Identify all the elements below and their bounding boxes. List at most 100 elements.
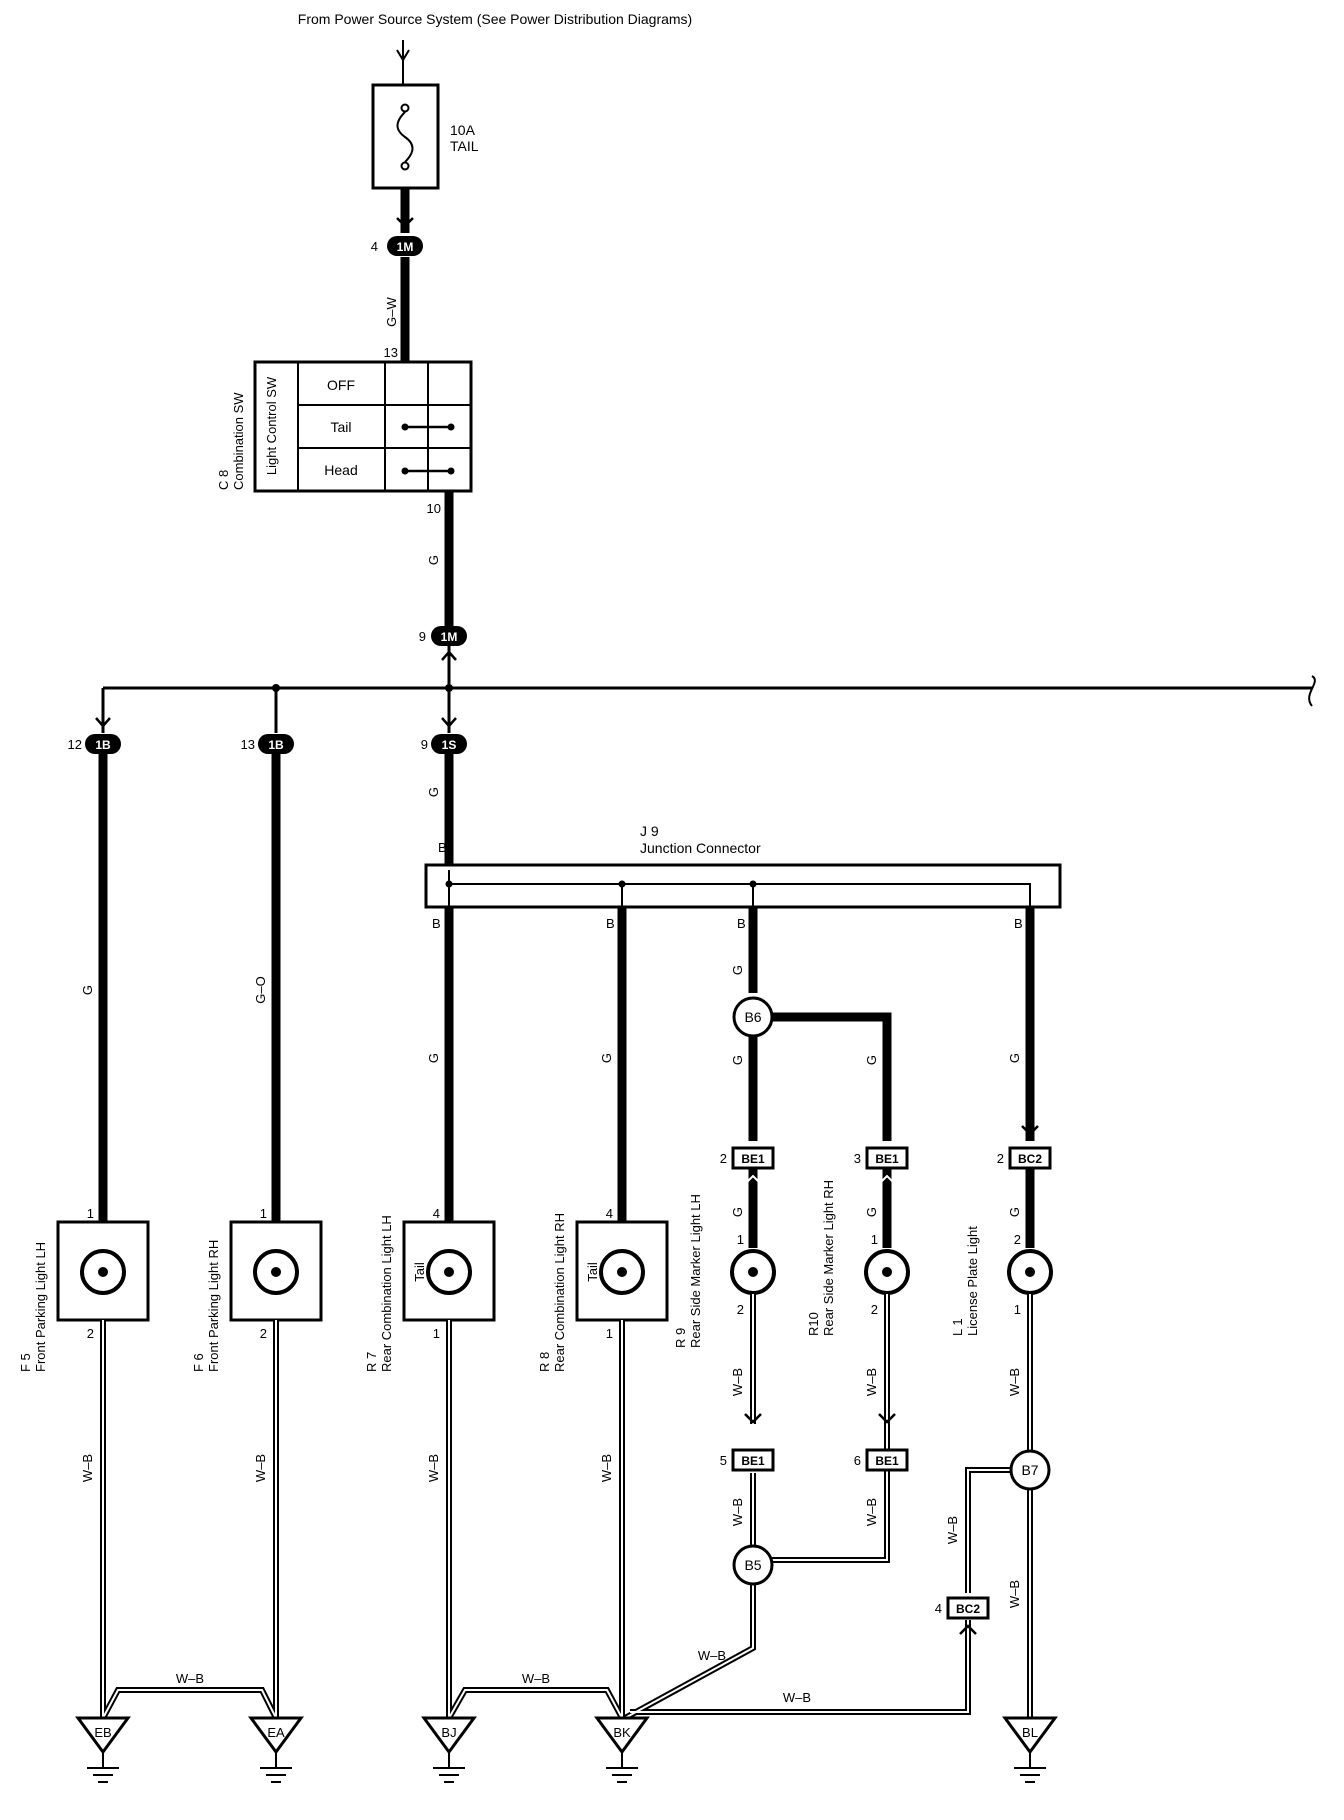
connector-be1-5-pin: 5: [720, 1453, 727, 1468]
junction-name: Junction Connector: [640, 840, 761, 856]
wire-label-wb-bc2-ground: W–B: [783, 1690, 811, 1705]
lamp-r8-pin-top: 4: [606, 1206, 613, 1221]
wire-label-g-l1-top: G: [1007, 1053, 1022, 1063]
lamp-f6-name: Front Parking Light RH: [206, 1240, 221, 1372]
arrow-down-icon: [396, 217, 414, 228]
switch-position-off: OFF: [327, 377, 355, 393]
junction-id: J 9: [640, 823, 659, 839]
lamp-l1-pin-top: 2: [1014, 1232, 1021, 1247]
connector-be1-2: BE1: [731, 1146, 775, 1170]
ground-bk-icon: BK: [594, 1716, 650, 1783]
wire-label-wb-r10-bottom: W–B: [864, 1498, 879, 1526]
svg-text:BE1: BE1: [875, 1454, 899, 1468]
connector-1s-pin: 9: [421, 737, 428, 752]
lamp-f6-pin-bottom: 2: [260, 1326, 267, 1341]
lamp-r10-id: R10: [806, 1312, 821, 1336]
switch-pin-out: 10: [427, 501, 441, 516]
junction-pin-r7: B: [432, 916, 441, 931]
wire-label-wb-front-bridge: W–B: [176, 1671, 204, 1686]
lamp-r9-pin-top: 1: [737, 1232, 744, 1247]
fuse-tail: [371, 83, 440, 190]
lamp-r10: [864, 1249, 910, 1295]
wire-label-wb-r9-bottom: W–B: [730, 1498, 745, 1526]
lamp-r7: [402, 1220, 496, 1322]
lamp-r10-pin-bottom: 2: [871, 1302, 878, 1317]
wire-label-wb-r7: W–B: [426, 1454, 441, 1482]
junction-pin-b6: B: [737, 916, 746, 931]
svg-text:1S: 1S: [442, 738, 457, 752]
svg-text:BC2: BC2: [956, 1602, 980, 1616]
switch-sub-name: Light Control SW: [264, 376, 279, 475]
connector-1b-left-pin: 12: [68, 737, 82, 752]
svg-text:1M: 1M: [397, 240, 414, 254]
connector-1m-top-pin: 4: [371, 239, 378, 254]
wire-label-wb-rear-bridge: W–B: [522, 1671, 550, 1686]
arrow-down-icon: [744, 1413, 762, 1424]
connector-be1-3-pin: 3: [854, 1151, 861, 1166]
connector-1b-left: 1B: [85, 734, 121, 754]
junction-pin-r8: B: [606, 916, 615, 931]
lamp-r9-name: Rear Side Marker Light LH: [688, 1194, 703, 1348]
svg-text:BJ: BJ: [441, 1725, 456, 1740]
svg-text:EB: EB: [94, 1725, 111, 1740]
wire-label-g-r8: G: [599, 1053, 614, 1063]
connector-1m-top: 1M: [387, 236, 423, 256]
connector-be1-6: BE1: [865, 1448, 909, 1472]
wire-label-wb-bc2: W–B: [945, 1516, 960, 1544]
lamp-f5-id: F 5: [18, 1353, 33, 1372]
lamp-r10-name: Rear Side Marker Light RH: [821, 1180, 836, 1336]
svg-text:1M: 1M: [441, 630, 458, 644]
arrow-down-icon: [878, 1413, 896, 1424]
switch-position-head: Head: [324, 462, 357, 478]
lamp-r8-pin-bottom: 1: [606, 1326, 613, 1341]
svg-text:BL: BL: [1022, 1725, 1038, 1740]
connector-1s: 1S: [431, 734, 467, 754]
lamp-r7-inner: Tail: [412, 1262, 427, 1282]
lamp-r7-name: Rear Combination Light LH: [379, 1215, 394, 1372]
wire-label-wb-r10-top: W–B: [864, 1368, 879, 1396]
lamp-r8-name: Rear Combination Light RH: [552, 1213, 567, 1372]
wire-label-go-f6: G–O: [253, 976, 268, 1003]
bus-continuation-icon: [1308, 675, 1316, 707]
ground-group: EB EA BJ BK BL: [75, 1716, 1058, 1783]
lamp-r8-inner: Tail: [585, 1262, 600, 1282]
connector-be1-2-pin: 2: [720, 1151, 727, 1166]
svg-text:B7: B7: [1021, 1462, 1038, 1478]
connector-be1-5: BE1: [731, 1448, 775, 1472]
lamp-r8: [575, 1220, 669, 1322]
svg-text:1B: 1B: [268, 738, 284, 752]
switch-position-tail: Tail: [330, 419, 351, 435]
power-source-arrow-icon: [396, 40, 410, 85]
svg-text:EA: EA: [267, 1725, 285, 1740]
lamp-r9-id: R 9: [673, 1328, 688, 1348]
light-control-switch: [253, 360, 473, 493]
lamp-r7-id: R 7: [364, 1352, 379, 1372]
ground-bj-icon: BJ: [421, 1716, 477, 1783]
lamp-r10-pin-top: 1: [871, 1232, 878, 1247]
ground-eb-icon: EB: [75, 1716, 131, 1783]
lamp-f5-pin-bottom: 2: [87, 1326, 94, 1341]
splice-b6: B6: [732, 996, 774, 1038]
connector-bc2-2: BC2: [1008, 1146, 1052, 1170]
lamp-l1: [1007, 1249, 1053, 1295]
connector-bc2-4: BC2: [946, 1596, 990, 1620]
junction-pin-l1: B: [1014, 916, 1023, 931]
lamp-f6: [229, 1220, 323, 1322]
wire-label-wb-r8: W–B: [599, 1454, 614, 1482]
wire-label-g-r7: G: [426, 1053, 441, 1063]
arrow-down-icon: [1021, 1125, 1039, 1136]
connector-bc2-2-pin: 2: [997, 1151, 1004, 1166]
wire-label-wb-r9-top: W–B: [730, 1368, 745, 1396]
fuse-rating: 10A: [450, 122, 476, 138]
lamp-r7-pin-bottom: 1: [433, 1326, 440, 1341]
lamp-f5: [56, 1220, 150, 1322]
connector-1m-bottom: 1M: [431, 626, 467, 646]
svg-text:BK: BK: [613, 1725, 631, 1740]
lamp-r9-pin-bottom: 2: [737, 1302, 744, 1317]
wire-label-g-l1-bottom: G: [1007, 1207, 1022, 1217]
fuse-name: TAIL: [450, 138, 479, 154]
wire-label-g-f5: G: [80, 985, 95, 995]
wire-label-g-r10: G: [864, 1207, 879, 1217]
lamp-f6-pin-top: 1: [260, 1206, 267, 1221]
svg-text:B6: B6: [744, 1009, 761, 1025]
